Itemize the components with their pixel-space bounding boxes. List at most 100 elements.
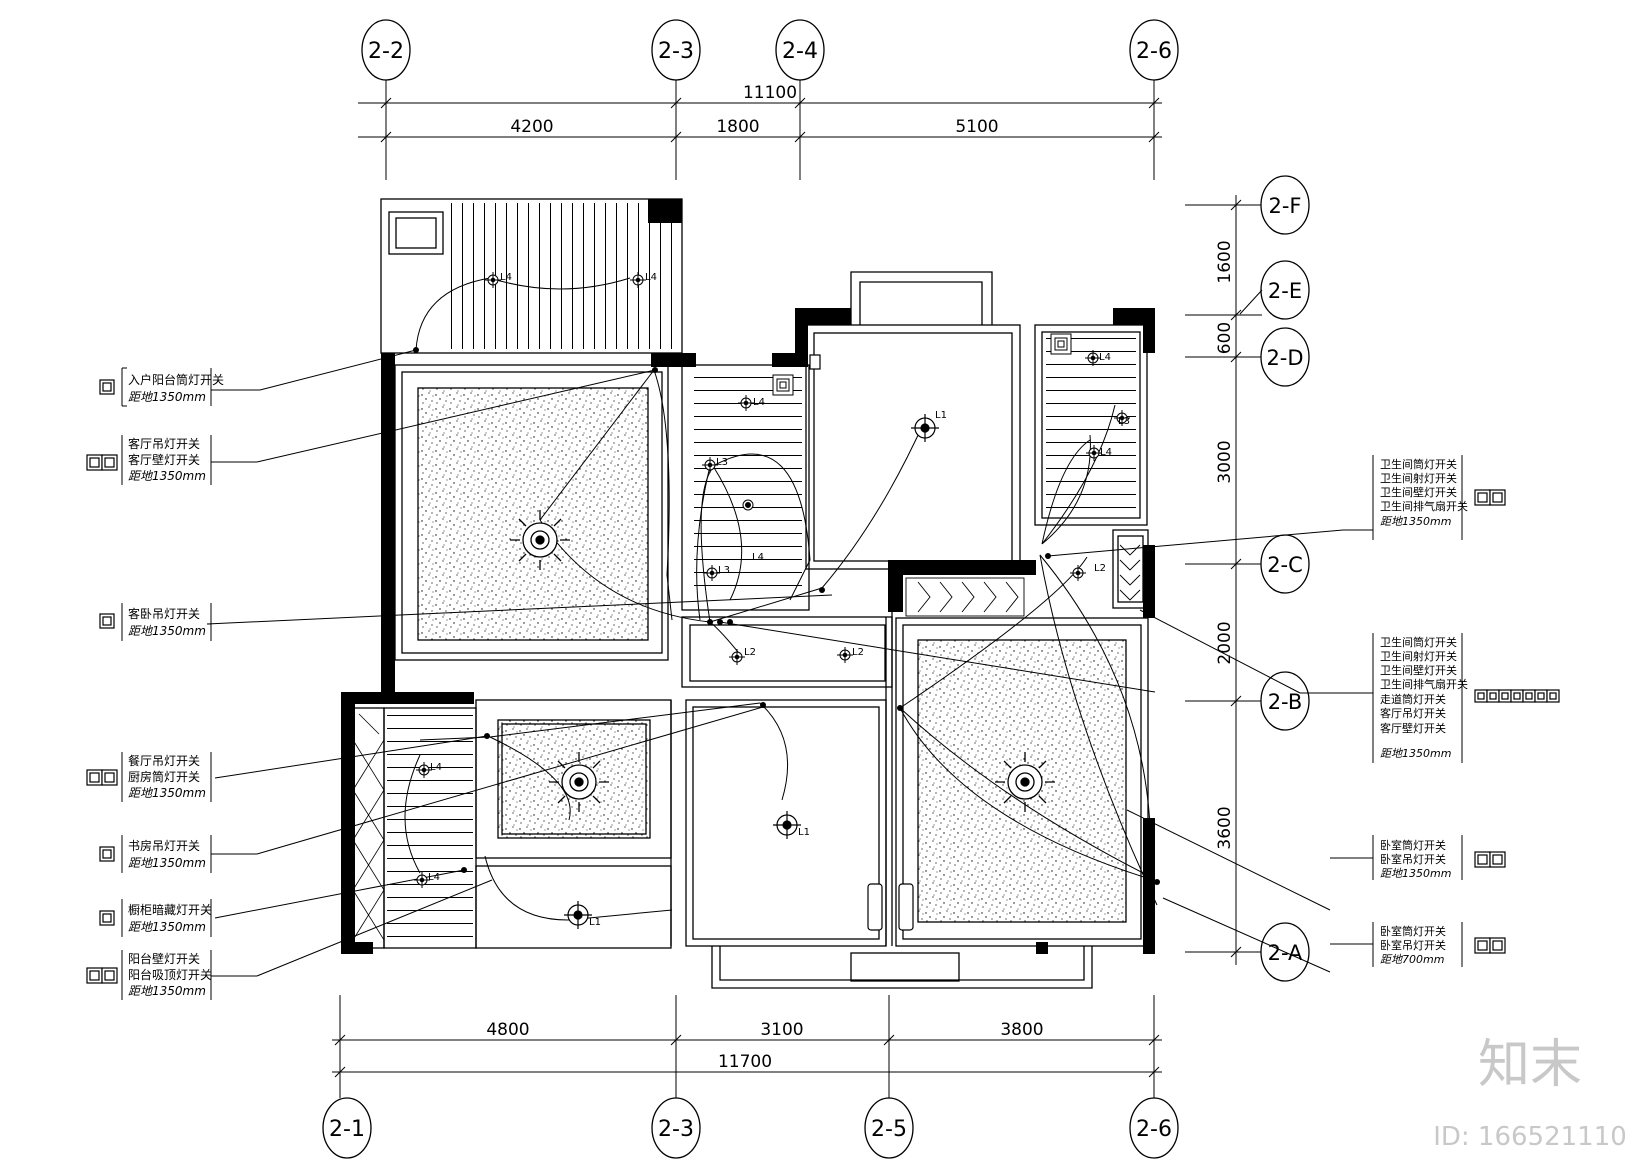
note-right-2-line-7: 客厅壁灯开关 [1380, 721, 1446, 735]
note-left-4-line-1: 餐厅吊灯开关 [128, 753, 200, 768]
note-left-6: 橱柜暗藏灯开关 距地1350mm [99, 899, 212, 937]
axis-label-right-2: 2-E [1268, 279, 1302, 303]
dim-bottom-total: 11700 [718, 1052, 772, 1072]
lamp-label-l4: L4 [645, 272, 657, 283]
doors [809, 354, 914, 931]
note-left-6-line-1: 橱柜暗藏灯开关 [128, 902, 212, 917]
dim-right-5: 3600 [1215, 806, 1235, 849]
note-left-1-line-1: 入户阳台筒灯开关 [128, 372, 224, 387]
axis-label-bottom-4: 2-6 [1136, 1117, 1172, 1142]
axis-label-top-2: 2-3 [658, 39, 694, 64]
dim-top-seg-1: 4200 [510, 117, 553, 137]
lamp-label-l1: L1 [798, 827, 810, 838]
note-right-1-line-3: 卫生间壁灯开关 [1380, 485, 1457, 499]
note-left-1: 入户阳台筒灯开关 距地1350mm [99, 367, 260, 407]
watermark-brand: 知末 [1478, 1035, 1582, 1095]
axis-label-bottom-2: 2-3 [658, 1117, 694, 1142]
dimensions-bottom [332, 995, 1162, 1098]
lamp-label-l3: L3 [1118, 416, 1130, 427]
note-left-1-line-2: 距地1350mm [128, 390, 206, 404]
note-right-2-line-2: 卫生间射灯开关 [1380, 649, 1457, 663]
note-left-6-line-2: 距地1350mm [128, 920, 206, 934]
dimensions-right [1185, 195, 1262, 965]
lamp-label-l2: L2 [1094, 563, 1106, 574]
note-right-2-line-6: 客厅吊灯开关 [1380, 706, 1446, 720]
note-right-2-line-8: 距地1350mm [1380, 747, 1451, 760]
note-right-3-line-2: 卧室吊灯开关 [1380, 852, 1446, 866]
note-left-5-line-1: 书房吊灯开关 [128, 838, 200, 853]
note-right-2-line-1: 卫生间筒灯开关 [1380, 635, 1457, 649]
note-left-2-line-1: 客厅吊灯开关 [128, 436, 200, 451]
dim-right-3: 3000 [1215, 440, 1235, 483]
lamp-label-l1: L1 [589, 917, 601, 928]
axis-label-bottom-3: 2-5 [871, 1117, 907, 1142]
note-right-3: 卧室筒灯开关 卧室吊灯开关 距地1350mm [1330, 835, 1506, 880]
note-left-3-line-1: 客卧吊灯开关 [128, 606, 200, 621]
note-left-2-line-2: 客厅壁灯开关 [128, 452, 200, 467]
dim-right-4: 2000 [1215, 621, 1235, 664]
note-left-2-line-3: 距地1350mm [128, 469, 206, 483]
note-right-4-line-2: 卧室吊灯开关 [1380, 938, 1446, 952]
note-right-4-line-3: 距地700mm [1380, 953, 1444, 966]
note-right-1-line-1: 卫生间筒灯开关 [1380, 457, 1457, 471]
note-right-1: 卫生间筒灯开关 卫生间射灯开关 卫生间壁灯开关 卫生间排气扇开关 距地1350m… [1343, 455, 1506, 540]
wardrobe-chevrons [905, 544, 1141, 617]
switch-points [413, 347, 1160, 885]
dim-top-total: 11100 [743, 83, 797, 103]
note-left-3: 客卧吊灯开关 距地1350mm [99, 603, 212, 641]
note-right-1-line-4: 卫生间排气扇开关 [1380, 499, 1468, 513]
note-left-2: 客厅吊灯开关 客厅壁灯开关 距地1350mm [86, 435, 257, 485]
lamp-label-l4: L4 [753, 397, 765, 408]
dim-top-seg-3: 5100 [955, 117, 998, 137]
striped-floors [387, 203, 1136, 944]
note-left-4: 餐厅吊灯开关 厨房筒灯开关 距地1350mm [86, 752, 212, 802]
lamp-label-l2: L2 [852, 647, 864, 658]
vent-icons [772, 333, 1072, 396]
lamp-labels: L4 L4 L4 L3 L4 L3 L2 L2 L4 L3 L4 L2 L1 L… [428, 272, 1130, 928]
note-left-7-line-1: 阳台壁灯开关 [128, 951, 200, 966]
lamp-label-l1: L1 [935, 410, 947, 421]
note-left-7-line-3: 距地1350mm [128, 984, 206, 998]
axis-label-bottom-1: 2-1 [329, 1117, 365, 1142]
lamp-label-l3: L3 [716, 457, 728, 468]
axis-label-top-4: 2-6 [1136, 39, 1172, 64]
note-right-3-line-3: 距地1350mm [1380, 867, 1451, 880]
lamp-label-l4: L4 [1100, 447, 1112, 458]
lamp-label-l4: L4 [500, 272, 512, 283]
dim-bottom-seg-1: 4800 [486, 1020, 529, 1040]
dim-right-2: 600 [1215, 322, 1235, 354]
watermark-id: ID: 166521110 [1433, 1122, 1627, 1152]
lamp-label-l4: L4 [430, 762, 442, 773]
lamp-label-l4: L4 [1099, 352, 1111, 363]
note-right-4: 卧室筒灯开关 卧室吊灯开关 距地700mm [1330, 922, 1506, 967]
dim-bottom-seg-2: 3100 [760, 1020, 803, 1040]
note-right-1-line-5: 距地1350mm [1380, 515, 1451, 528]
note-left-4-line-3: 距地1350mm [128, 786, 206, 800]
axis-label-top-3: 2-4 [782, 39, 818, 64]
axis-bubbles-top [361, 19, 1179, 81]
note-right-3-line-1: 卧室筒灯开关 [1380, 838, 1446, 852]
note-left-3-line-2: 距地1350mm [128, 624, 206, 638]
chandelier-icons [510, 510, 1055, 812]
downlight-icons [414, 272, 1130, 888]
lamp-label-l3: L3 [718, 565, 730, 576]
note-right-1-line-2: 卫生间射灯开关 [1380, 471, 1457, 485]
note-left-5-line-2: 距地1350mm [128, 856, 206, 870]
lamp-label-l2: L2 [744, 647, 756, 658]
note-left-5: 书房吊灯开关 距地1350mm [99, 835, 257, 873]
dim-top-seg-2: 1800 [716, 117, 759, 137]
note-left-7: 阳台壁灯开关 阳台吸顶灯开关 距地1350mm [86, 950, 257, 1000]
building-outline [352, 198, 1149, 989]
note-right-2-line-3: 卫生间壁灯开关 [1380, 663, 1457, 677]
note-right-2-line-4: 卫生间排气扇开关 [1380, 677, 1468, 691]
note-left-7-line-2: 阳台吸顶灯开关 [128, 967, 212, 982]
dim-right-1: 1600 [1215, 240, 1235, 283]
axis-bubbles-right [1260, 175, 1310, 982]
axis-label-top-1: 2-2 [368, 39, 404, 64]
dim-bottom-seg-3: 3800 [1000, 1020, 1043, 1040]
kitchen-cabinet-hatch [352, 713, 385, 941]
axis-label-right-5: 2-B [1268, 690, 1303, 714]
note-left-4-line-2: 厨房筒灯开关 [128, 769, 200, 784]
ceiling-lamp-icons [564, 414, 939, 929]
